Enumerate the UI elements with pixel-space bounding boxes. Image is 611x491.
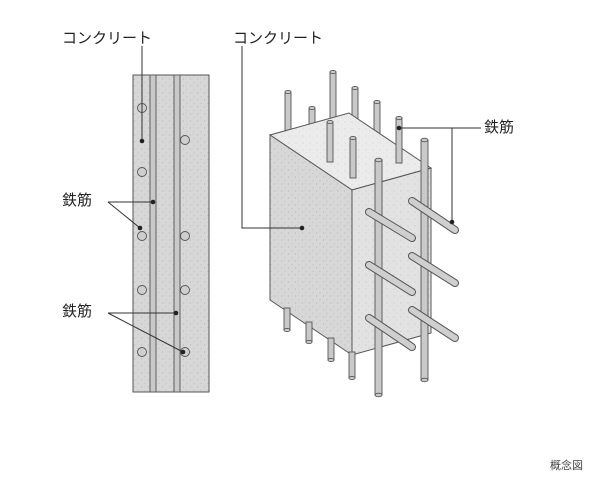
label-left-rebar-1: 鉄筋 <box>62 191 93 209</box>
column-rebar-bottom <box>283 307 291 331</box>
caption-concept-diagram: 概念図 <box>550 459 583 472</box>
column-rebar-horizontal <box>409 253 458 286</box>
column-rebar-vertical <box>374 159 383 396</box>
rebar-end-dot <box>137 347 147 357</box>
column-rebar-cap <box>326 119 334 125</box>
column-rebar-horizontal <box>366 315 415 350</box>
rebar-end-dot <box>180 135 190 145</box>
wall-section <box>132 74 210 393</box>
wall-rebar-vertical <box>173 74 181 393</box>
column-rebar-cap <box>305 339 313 345</box>
column-rebar-bottom <box>305 321 313 343</box>
rebar-end-dot <box>137 231 147 241</box>
column-rebar-cap <box>327 357 335 363</box>
column-rebar-cap <box>349 135 357 141</box>
column-rebar-cap <box>374 157 383 163</box>
left-leader-dots <box>137 138 186 355</box>
column-rebar-top <box>326 121 334 163</box>
column-rebar-cap <box>284 89 292 95</box>
column-rebar-horizontal <box>409 198 458 233</box>
column-rebar-cap <box>351 85 359 91</box>
rebar-end-dot <box>180 231 190 241</box>
leader-right-rebar-b <box>451 127 470 222</box>
leader-dot <box>173 310 179 316</box>
leader-left-rebar-1b <box>107 201 141 229</box>
column-bottom-stubs <box>283 307 356 381</box>
column-rebar-cap <box>283 327 291 333</box>
column-rebar-cap <box>420 377 429 383</box>
column-rebar-cap <box>348 375 356 381</box>
column-rebar-horizontal <box>366 262 415 295</box>
column-rebar-top <box>395 117 403 164</box>
wall-rebar-vertical <box>149 74 157 393</box>
leader-dot <box>139 138 145 144</box>
label-right-concrete: コンクリート <box>233 29 324 47</box>
leader-left-rebar-2b <box>107 312 184 353</box>
leader-dot <box>396 125 402 131</box>
leader-right-concrete <box>241 46 302 229</box>
column-rebar-cap <box>420 137 429 143</box>
rebar-end-dot <box>180 285 190 295</box>
column-rebar-bottom <box>327 337 335 361</box>
rebar-end-dot <box>137 167 147 177</box>
leader-dot <box>180 349 186 355</box>
column-rebar-cap <box>373 99 381 105</box>
left-leader-lines <box>107 46 184 353</box>
label-left-rebar-2: 鉄筋 <box>62 302 93 320</box>
column-rebar-cap <box>308 105 316 111</box>
column-rebar-top <box>349 137 357 179</box>
leader-dot <box>449 219 455 225</box>
leader-dot <box>150 199 156 205</box>
column-hoop-rebars <box>365 197 459 351</box>
column-rebar-cap <box>329 69 337 75</box>
leader-dot <box>137 225 143 231</box>
column-rebar-cap <box>395 115 403 121</box>
label-left-concrete: コンクリート <box>62 29 153 47</box>
right-leader-dots <box>299 125 455 231</box>
column-rebar-horizontal <box>366 209 415 241</box>
column-rebar-bottom <box>348 351 356 379</box>
label-right-rebar: 鉄筋 <box>484 118 515 136</box>
column-3d <box>268 69 459 398</box>
column-rebar-horizontal <box>409 307 458 341</box>
rebar-end-dot <box>137 285 147 295</box>
column-rebar-cap <box>374 392 383 398</box>
column-front-rebars-top <box>326 115 403 179</box>
leader-dot <box>299 225 305 231</box>
right-leader-lines <box>241 46 481 229</box>
